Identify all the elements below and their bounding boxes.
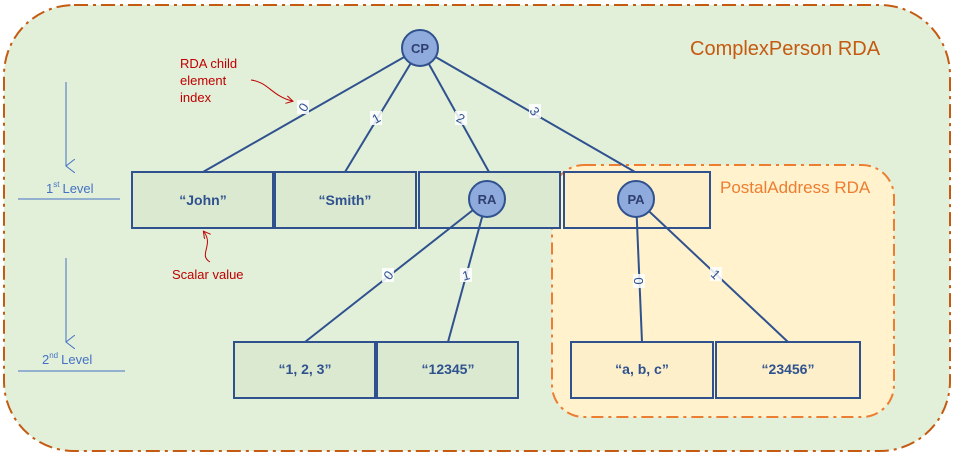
value-pa-0: “a, b, c” bbox=[615, 361, 669, 377]
value-ra-0: “1, 2, 3” bbox=[279, 361, 332, 377]
annotation-scalar-value-text: Scalar value bbox=[172, 267, 244, 282]
value-john: “John” bbox=[179, 192, 226, 208]
annotation-child-index-line1: RDA child bbox=[180, 56, 237, 71]
value-smith: “Smith” bbox=[319, 192, 372, 208]
node-cp bbox=[401, 29, 439, 67]
annotation-scalar-value: Scalar value bbox=[172, 232, 244, 282]
edge-cp-1 bbox=[344, 47, 421, 173]
edge-cp-0 bbox=[202, 47, 421, 173]
node-ra bbox=[468, 180, 506, 218]
annotation-child-index-line3: index bbox=[180, 90, 212, 105]
cell-pa-0 bbox=[570, 341, 714, 399]
cell-ra-0 bbox=[233, 341, 376, 399]
value-pa-1: “23456” bbox=[762, 361, 815, 377]
cell-ra-1 bbox=[376, 341, 519, 399]
complex-person-title: ComplexPerson RDA bbox=[690, 38, 881, 60]
edge-cp-2 bbox=[419, 47, 490, 173]
index-pa-0: 0 bbox=[631, 277, 646, 285]
annotation-scalar-value-arrow bbox=[204, 232, 210, 263]
nodes: CP RA PA bbox=[401, 29, 655, 218]
annotation-child-index-arrow bbox=[250, 79, 292, 101]
cp-edges bbox=[202, 47, 636, 173]
edge-ra-0 bbox=[304, 198, 488, 343]
annotation-child-index: RDA child element index bbox=[180, 56, 292, 105]
node-ra-label: RA bbox=[478, 192, 497, 207]
level2-cells: “1, 2, 3” “12345” “a, b, c” “23456” bbox=[233, 341, 861, 399]
annotation-child-index-line2: element bbox=[180, 73, 227, 88]
node-pa bbox=[617, 180, 655, 218]
index-ra-1: 1 bbox=[461, 267, 472, 283]
edge-pa-0 bbox=[635, 198, 643, 343]
postal-address-title: PostalAddress RDA bbox=[720, 178, 871, 197]
cell-john bbox=[131, 171, 274, 229]
edge-cp-3 bbox=[419, 47, 636, 173]
node-pa-label: PA bbox=[627, 192, 645, 207]
edge-index-labels: 0 1 2 3 0 1 0 1 bbox=[295, 100, 723, 288]
node-cp-label: CP bbox=[411, 41, 429, 56]
value-ra-1: “12345” bbox=[422, 361, 475, 377]
